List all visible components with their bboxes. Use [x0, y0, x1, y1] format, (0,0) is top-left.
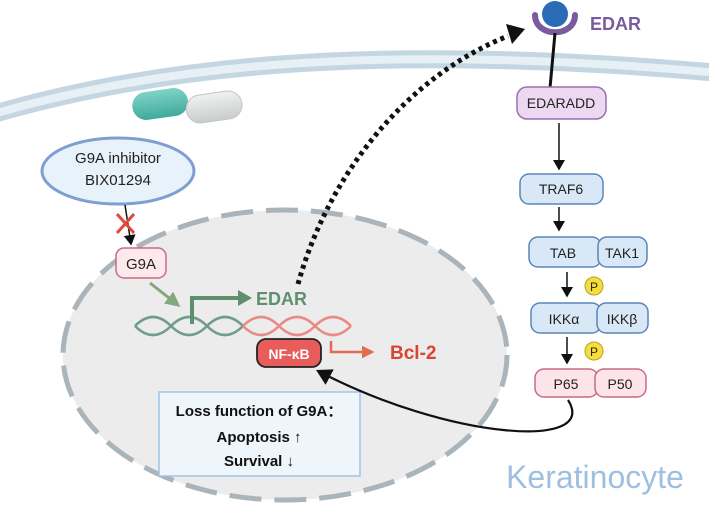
traf6-node: TRAF6: [519, 173, 604, 205]
bcl2-label: Bcl-2: [390, 343, 436, 364]
ikkb-node: IKKβ: [596, 302, 649, 334]
edar-gene-label: EDAR: [256, 289, 307, 309]
phospho-label-2: P: [590, 345, 598, 359]
phospho-label-1: P: [590, 280, 598, 294]
ikka-node: IKKα: [530, 302, 602, 334]
transcription-arrow: [190, 290, 252, 324]
phosphate-icon: P: [584, 341, 604, 361]
cell-membrane: [0, 50, 709, 122]
inhibitor-label-line2: BIX01294: [85, 172, 151, 189]
nfkb-node: NF-κB: [256, 338, 322, 368]
inhibition-arrow: [115, 204, 136, 246]
inhibitor-label-line1: G9A inhibitor: [75, 150, 161, 167]
tab-label: TAB: [550, 245, 576, 261]
p50-label: P50: [608, 376, 633, 392]
g9a-inhibitor-node: G9A inhibitor BIX01294: [40, 136, 196, 206]
tab-node: TAB: [528, 236, 602, 268]
tak1-node: TAK1: [597, 236, 648, 268]
phosphate-icon: P: [584, 276, 604, 296]
inhibition-x-icon: [115, 212, 136, 235]
loss-function-box: Loss function of G9A： Apoptosis ↑ Surviv…: [158, 391, 361, 477]
pill-icon: [132, 88, 243, 124]
p65-label: P65: [554, 376, 579, 392]
loss-line2: Apoptosis ↑: [217, 429, 302, 446]
edaradd-label: EDARADD: [527, 95, 595, 111]
edaradd-node: EDARADD: [516, 86, 607, 120]
nfkb-label: NF-κB: [268, 346, 309, 362]
g9a-node: G9A: [115, 247, 167, 279]
g9a-label: G9A: [126, 256, 156, 273]
edar-receptor-label: EDAR: [590, 14, 641, 34]
p65-node: P65: [534, 368, 599, 398]
edar-expression-arrow: [295, 24, 525, 285]
ikka-label: IKKα: [549, 311, 580, 327]
receptor-icon: [532, 1, 578, 89]
loss-line1: Loss function of G9A：: [176, 403, 343, 420]
g9a-to-dna-arrow: [149, 281, 181, 307]
nfkb-to-bcl2-arrow: [329, 341, 375, 359]
p50-node: P50: [594, 368, 647, 398]
ikkb-label: IKKβ: [607, 311, 638, 327]
dna-helix-icon: [134, 315, 352, 337]
tak1-label: TAK1: [605, 245, 639, 261]
traf6-label: TRAF6: [539, 181, 584, 197]
loss-line3: Survival ↓: [224, 453, 294, 470]
p65-to-nfkb-arrow: [316, 369, 574, 433]
keratinocyte-label: Keratinocyte: [506, 459, 684, 495]
